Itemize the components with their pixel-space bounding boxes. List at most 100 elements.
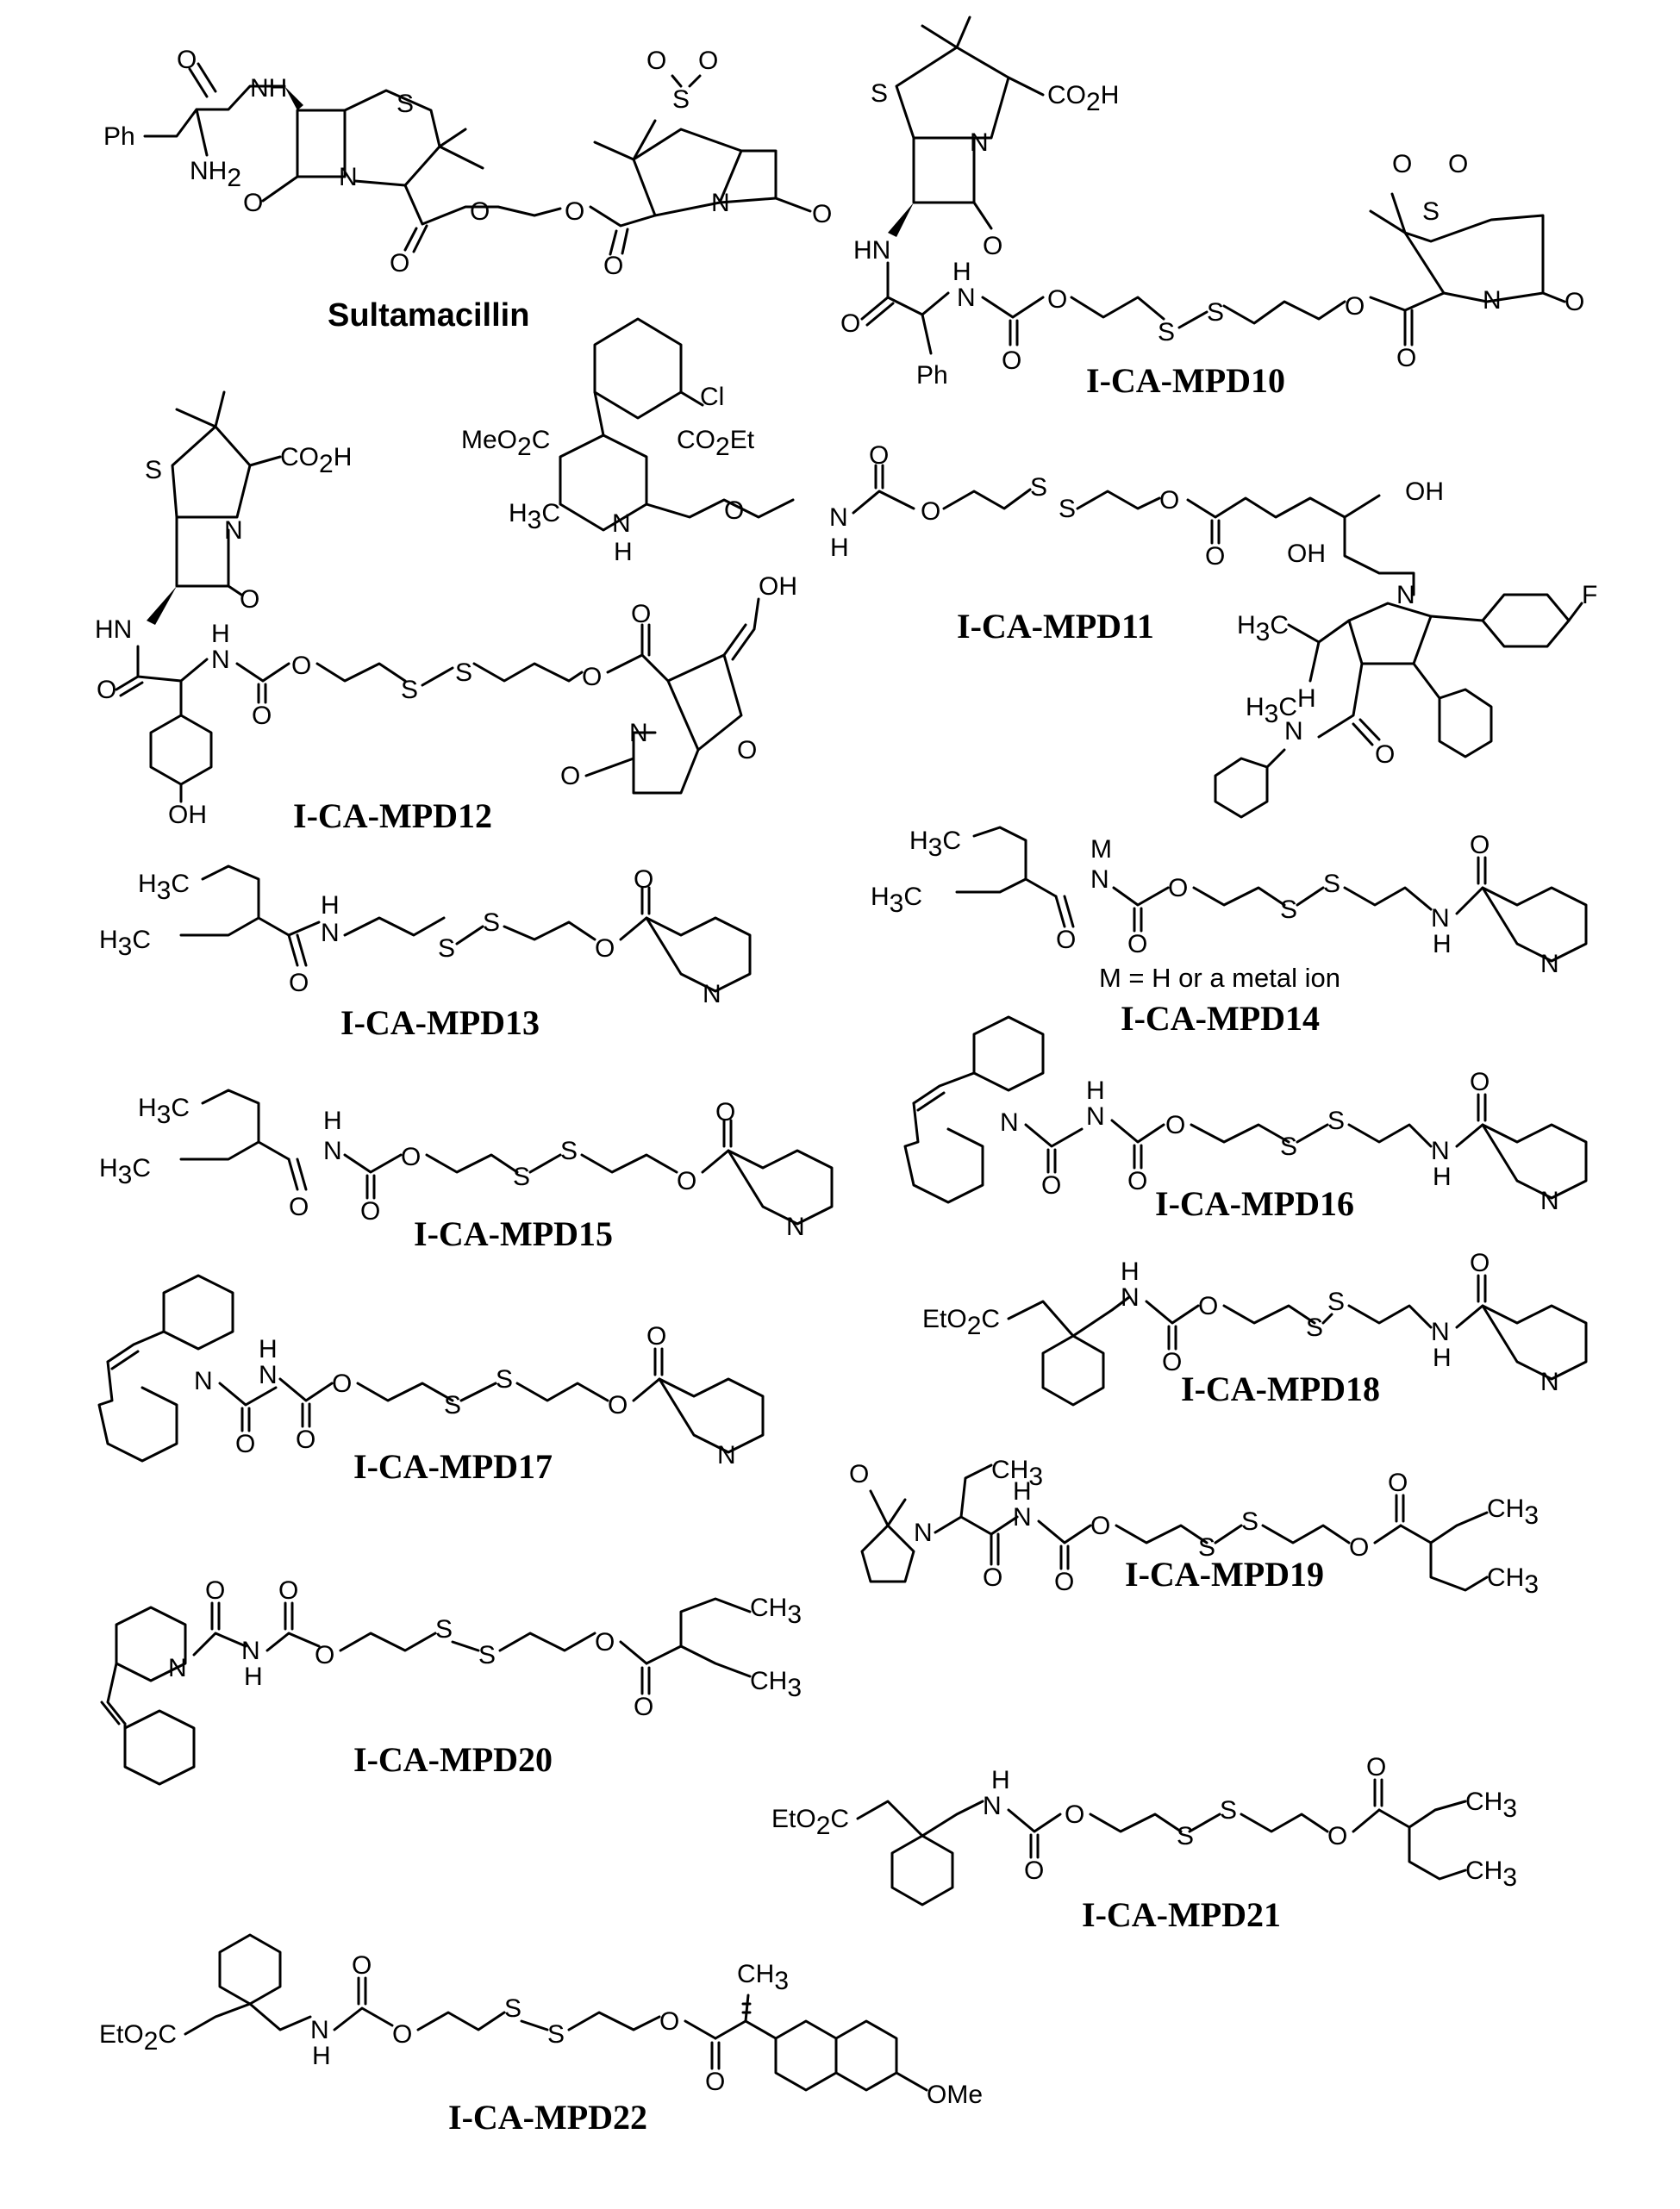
atom-so2: S [1422, 197, 1440, 226]
atom-o: O [1366, 1753, 1386, 1782]
caption-mpd15: I-CA-MPD15 [414, 1214, 613, 1253]
atom-o: O [1327, 1822, 1347, 1850]
atom-n: N [786, 1213, 805, 1241]
atom-s: S [1280, 895, 1297, 924]
atom-n: N [194, 1367, 213, 1395]
atom-h3c: H3C [138, 870, 190, 905]
structure-mpd21: EtO2C H N O O S S O O CH3 CH3 I-CA-MPD21 [771, 1753, 1517, 1934]
atom-o: O [1090, 1512, 1110, 1540]
structure-mpd14: H3C H3C O M N O O S S N H O N M = H or a… [871, 827, 1586, 1038]
atom-o: O [332, 1370, 352, 1398]
atom-o: O [252, 702, 272, 730]
atom-h: H [1121, 1257, 1140, 1286]
atom-o: O [1470, 1068, 1490, 1096]
atom-cl: Cl [700, 383, 724, 411]
atom-h3c: H3C [1237, 611, 1289, 646]
atom-f: F [1582, 581, 1597, 609]
atom-h: H [830, 534, 849, 562]
atom-h3c: H3C [99, 1154, 151, 1189]
atom-o: O [715, 1098, 735, 1126]
atom-h: H [321, 891, 340, 920]
atom-h: H [952, 258, 971, 286]
atom-nh: NH [250, 74, 287, 103]
atom-o: O [634, 1693, 653, 1721]
atom-o: O [1448, 150, 1468, 178]
atom-s: S [1280, 1133, 1297, 1161]
caption-mpd17: I-CA-MPD17 [353, 1447, 553, 1486]
atom-h3c: H3C [99, 926, 151, 961]
atom-o: O [392, 2020, 412, 2049]
atom-o: O [1396, 344, 1416, 372]
atom-s: S [1220, 1796, 1237, 1825]
atom-n: N [211, 646, 230, 674]
caption-mpd14: I-CA-MPD14 [1121, 999, 1320, 1038]
atom-o: O [869, 441, 889, 470]
atom-o: O [983, 1563, 1002, 1592]
atom-hn: HN [95, 615, 132, 644]
atom-s: S [560, 1137, 578, 1165]
atom-ph: Ph [103, 122, 135, 151]
atom-s: S [401, 676, 418, 704]
atom-o: O [1127, 1167, 1147, 1195]
structure-mpd18: EtO2C H N O O S S N H O N I-CA-MPD18 [922, 1249, 1586, 1408]
atom-ch3: CH3 [737, 1960, 789, 1995]
atom-n: N [259, 1361, 278, 1389]
atom-nh2: NH2 [190, 157, 241, 192]
atom-h: H [244, 1663, 263, 1691]
atom-h: H [259, 1335, 278, 1363]
atom-s: S [455, 658, 472, 687]
atom-n: N [1431, 1137, 1450, 1165]
atom-o: O [470, 197, 490, 226]
atom-h: H [211, 620, 230, 648]
atom-s: S [1306, 1314, 1323, 1342]
caption-mpd13: I-CA-MPD13 [340, 1003, 540, 1042]
atom-n: N [323, 1137, 342, 1165]
caption-mpd16: I-CA-MPD16 [1155, 1184, 1354, 1223]
atom-o: O [849, 1460, 869, 1488]
caption-mpd21: I-CA-MPD21 [1082, 1895, 1281, 1934]
atom-oh: OH [1405, 477, 1444, 506]
atom-o: O [296, 1426, 315, 1454]
atom-o: O [291, 652, 311, 680]
atom-o: O [1564, 288, 1584, 316]
atom-o: O [352, 1951, 372, 1980]
atom-o: O [921, 497, 940, 526]
atom-o: O [235, 1430, 255, 1458]
atom-o: O [205, 1576, 225, 1605]
atom-o: O [1388, 1469, 1408, 1497]
structure-mpd17: N O H N O O S S O O N I-CA-MPD17 [99, 1276, 763, 1486]
atom-n: N [612, 509, 631, 538]
caption-mpd22: I-CA-MPD22 [448, 2098, 647, 2137]
atom-o: O [1159, 486, 1179, 515]
atom-o: O [1054, 1568, 1074, 1596]
atom-o: O [278, 1576, 298, 1605]
atom-o: O [1047, 285, 1067, 314]
atom-s: S [547, 2020, 565, 2049]
atom-o: O [724, 496, 744, 525]
atom-s: S [496, 1365, 513, 1394]
atom-o: O [97, 676, 116, 704]
atom-n: N [321, 919, 340, 947]
atom-ph: Ph [916, 361, 948, 390]
atom-n: N [629, 719, 648, 747]
atom-eto2c: EtO2C [922, 1305, 1000, 1340]
atom-o: O [1205, 542, 1225, 571]
atom-o: O [1168, 874, 1188, 902]
atom-h: H [323, 1107, 342, 1135]
atom-n: N [711, 189, 730, 217]
atom-n: N [1540, 1368, 1559, 1396]
atom-s: S [504, 1994, 521, 2023]
atom-o: O [315, 1641, 334, 1669]
atom-o: O [840, 309, 860, 338]
atom-o: O [1375, 740, 1395, 769]
atom-h: H [312, 2042, 331, 2070]
caption-mpd19: I-CA-MPD19 [1125, 1555, 1324, 1594]
atom-n: N [1086, 1102, 1105, 1131]
atom-n: N [970, 128, 989, 157]
atom-oh: OH [168, 801, 207, 829]
atom-s: S [1177, 1822, 1194, 1850]
atom-ch3: CH3 [1465, 1856, 1517, 1892]
atom-o: O [1392, 150, 1412, 178]
atom-h: H [1086, 1076, 1105, 1105]
atom-ch3: CH3 [1487, 1495, 1539, 1530]
